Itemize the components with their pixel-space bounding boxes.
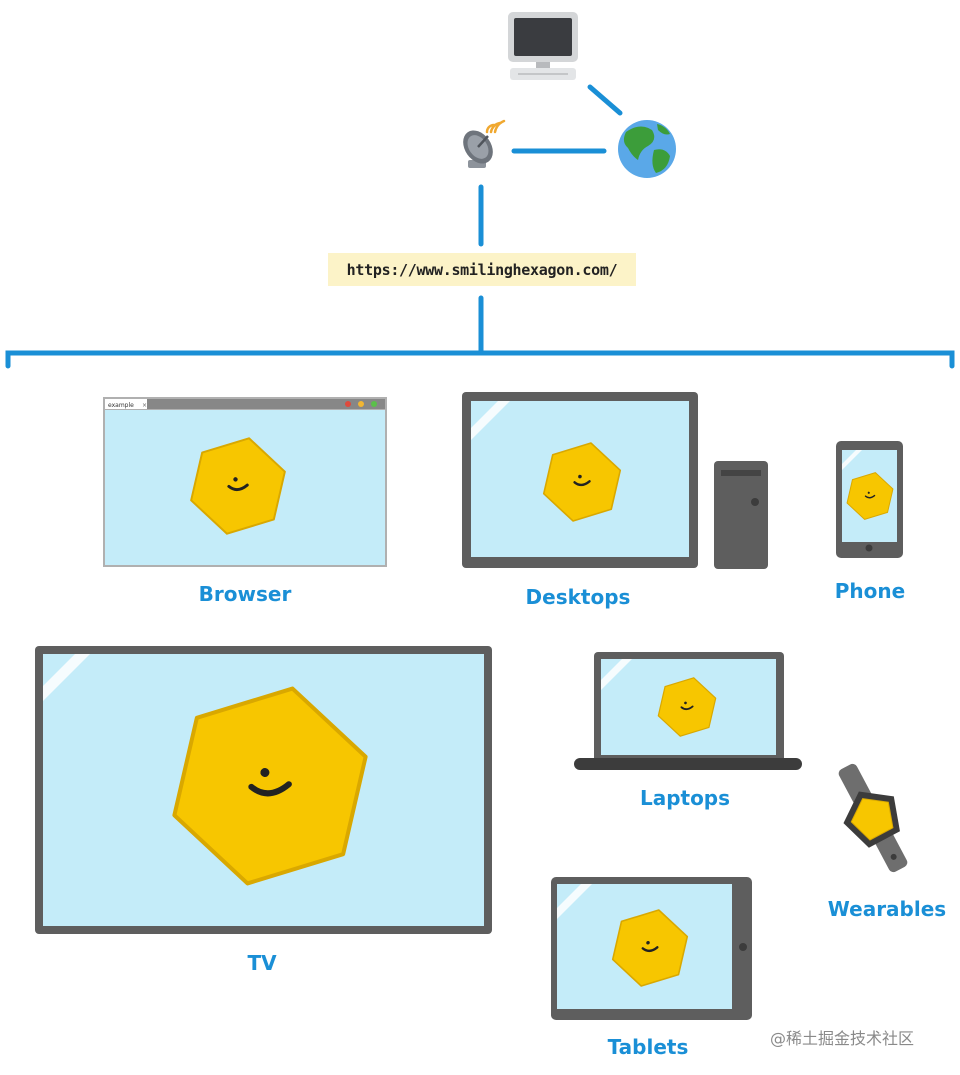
phone-device	[836, 441, 903, 558]
satellite-dish-icon	[463, 119, 506, 168]
tv-device	[35, 646, 492, 934]
network-connectors	[5, 84, 955, 369]
svg-text:×: ×	[142, 402, 147, 409]
desktop-computer	[462, 392, 768, 569]
laptop-device	[574, 652, 802, 770]
desktops-label: Desktops	[525, 585, 631, 609]
wearables-label: Wearables	[827, 897, 947, 921]
laptops-label: Laptops	[639, 786, 731, 810]
watch-icon	[838, 763, 908, 873]
computer-icon	[508, 12, 578, 80]
globe-icon	[618, 120, 676, 178]
tv-label: TV	[247, 951, 277, 975]
watermark: @稀土掘金技术社区	[770, 1029, 915, 1048]
tablets-label: Tablets	[607, 1035, 689, 1059]
browser-window: example ×	[103, 397, 387, 567]
url-label: https://www.smilinghexagon.com/	[328, 253, 636, 286]
tablet-device	[551, 877, 752, 1020]
browser-tab-label: example	[108, 402, 134, 409]
phone-label: Phone	[834, 579, 906, 603]
browser-label: Browser	[198, 582, 292, 606]
